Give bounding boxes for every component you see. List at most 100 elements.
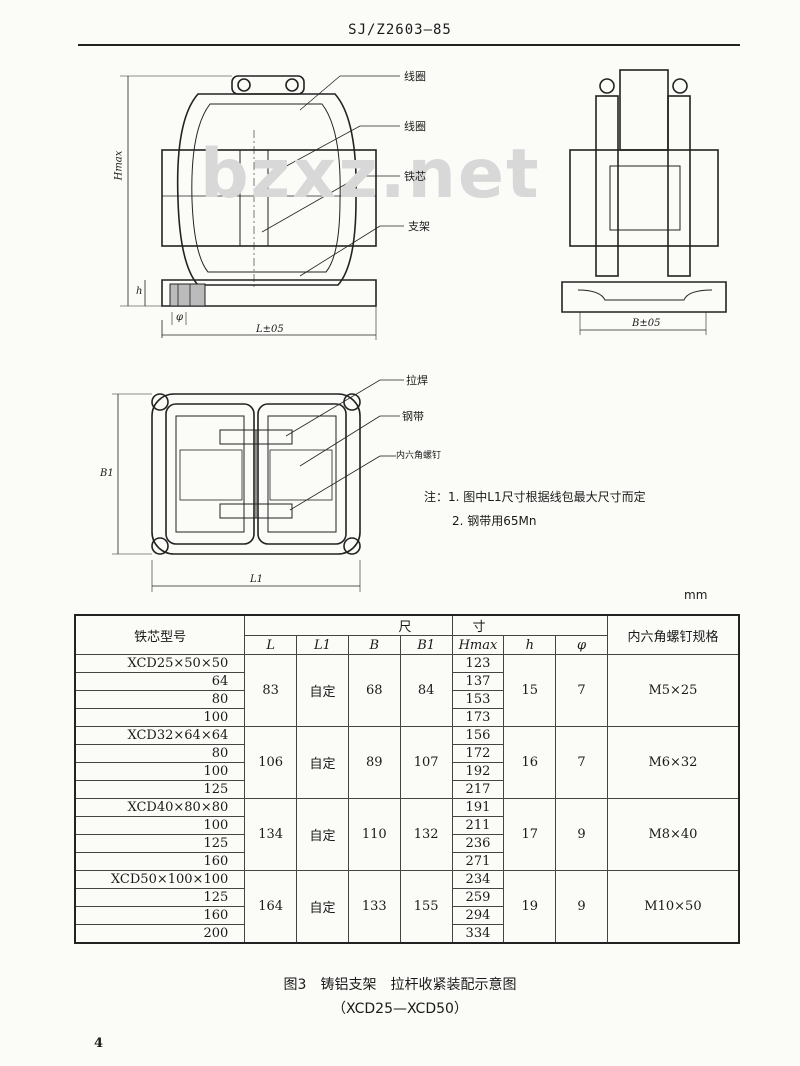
dim-B: B±05 (632, 318, 661, 329)
model-cell: 160 (74, 906, 246, 925)
figure-subcaption: （XCD25—XCD50） (332, 1001, 468, 1017)
hmax-cell: 236 (451, 834, 505, 853)
label-core: 铁芯 (404, 170, 426, 183)
dim-L1: L1 (250, 574, 264, 585)
hmax-cell: 271 (451, 852, 505, 871)
L-cell: 164 (244, 870, 298, 944)
side-post-right (667, 95, 691, 277)
front-frame-inner (191, 103, 341, 273)
side-coil-block (569, 149, 719, 247)
note-2: 2. 钢带用65Mn (452, 514, 537, 528)
hmax-cell: 153 (451, 690, 505, 709)
L-cell: 134 (244, 798, 298, 871)
subheader-cell: Hmax (451, 635, 505, 655)
label-band: 钢带 (402, 410, 424, 423)
dim-h: h (136, 286, 143, 297)
dim-phi: φ (176, 312, 184, 323)
L-cell: 106 (244, 726, 298, 799)
hmax-cell: 234 (451, 870, 505, 889)
header-dim-a: 尺 (244, 614, 453, 636)
hmax-cell: 191 (451, 798, 505, 817)
hmax-cell: 217 (451, 780, 505, 799)
table-row: 80 153 (74, 690, 739, 709)
note-1: 注：1. 图中L1尺寸根据线包最大尺寸而定 (424, 490, 646, 504)
hmax-cell: 334 (451, 924, 505, 944)
phi-cell: 9 (555, 798, 608, 871)
dim-hmax: Hmax (113, 150, 125, 181)
table-row: 125 236 (74, 834, 739, 853)
L1-cell: 自定 (296, 726, 349, 799)
hmax-cell: 172 (451, 744, 505, 763)
document-code: SJ/Z2603—85 (348, 22, 452, 38)
dim-B1: B1 (100, 468, 114, 479)
L1-cell: 自定 (296, 654, 349, 727)
table-row: 100 211 (74, 816, 739, 835)
subheader-cell: L (244, 635, 298, 655)
model-cell: XCD32×64×64 (74, 726, 246, 745)
phi-cell: 7 (555, 654, 608, 727)
B-cell: 133 (347, 870, 401, 944)
model-cell: 125 (74, 780, 246, 799)
model-cell: 100 (74, 816, 246, 835)
table-row: 125 217 (74, 780, 739, 799)
label-bracket: 支架 (408, 220, 430, 233)
B-cell: 110 (347, 798, 401, 871)
subheader-cell: B1 (399, 635, 453, 655)
dim-L: L±05 (256, 324, 284, 335)
side-base (561, 281, 727, 313)
label-rod: 拉焊 (406, 374, 428, 387)
hmax-cell: 211 (451, 816, 505, 835)
front-frame (176, 93, 357, 286)
model-cell: 160 (74, 852, 246, 871)
side-post-left (595, 95, 619, 277)
header-model: 铁芯型号 (74, 614, 246, 655)
subheader-cell: h (503, 635, 557, 655)
hmax-cell: 259 (451, 888, 505, 907)
assembly-drawing (112, 69, 727, 592)
L-cell: 83 (244, 654, 298, 727)
hmax-cell: 156 (451, 726, 505, 745)
hmax-cell: 137 (451, 672, 505, 691)
watermark: bzxz.net (200, 135, 541, 214)
label-coil-1: 线圈 (404, 70, 426, 83)
figure-caption: 图3 铸铝支架 拉杆收紧装配示意图 (283, 977, 517, 993)
label-coil-2: 线圈 (404, 120, 426, 133)
model-cell: 80 (74, 744, 246, 763)
h-cell: 15 (503, 654, 557, 727)
model-cell: 100 (74, 708, 246, 727)
header-rule (78, 44, 740, 46)
subheader-cell: φ (555, 635, 608, 655)
model-cell: 200 (74, 924, 246, 944)
hmax-cell: 123 (451, 654, 505, 673)
B-cell: 68 (347, 654, 401, 727)
phi-cell: 9 (555, 870, 608, 944)
label-screw: 内六角螺钉 (396, 451, 442, 461)
L1-cell: 自定 (296, 798, 349, 871)
hmax-cell: 192 (451, 762, 505, 781)
model-cell: 100 (74, 762, 246, 781)
top-coil-left (165, 403, 255, 545)
side-top-block (619, 69, 669, 151)
unit-label: mm (684, 588, 708, 602)
h-cell: 16 (503, 726, 557, 799)
screw-cell: M6×32 (606, 726, 740, 799)
B1-cell: 132 (399, 798, 453, 871)
B1-cell: 155 (399, 870, 453, 944)
front-coil-block (161, 149, 377, 247)
model-cell: 80 (74, 690, 246, 709)
header-dim-b: 寸 (451, 614, 608, 636)
front-top-clamp (231, 75, 305, 95)
table-row: 200 334 (74, 924, 739, 944)
screw-cell: M8×40 (606, 798, 740, 871)
model-cell: 125 (74, 834, 246, 853)
page-number: 4 (94, 1036, 104, 1051)
header-screw: 内六角螺钉规格 (606, 614, 740, 655)
